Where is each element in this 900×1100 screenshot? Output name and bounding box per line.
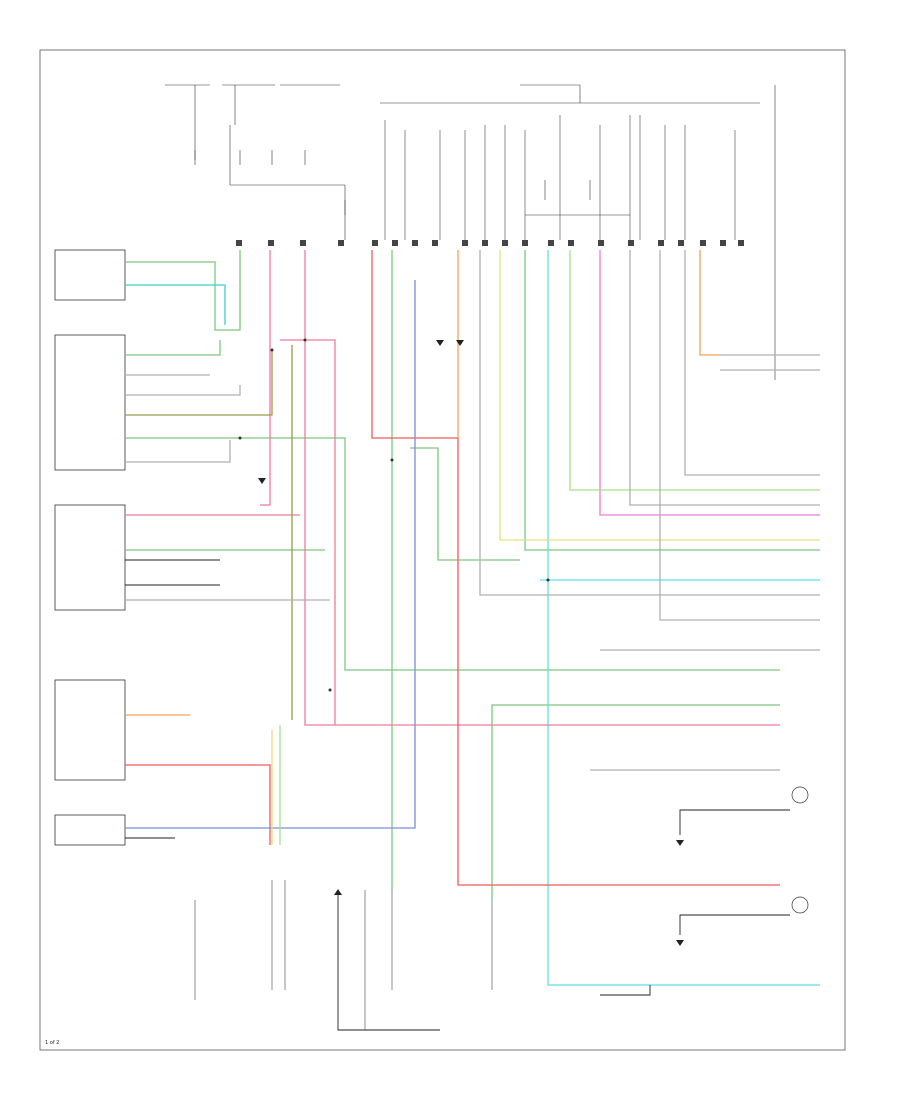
bottom-components bbox=[194, 880, 493, 1030]
lamp-icon bbox=[791, 786, 809, 804]
stop-lamp-switch bbox=[54, 504, 126, 611]
splices bbox=[238, 338, 550, 692]
wire-gray-6 bbox=[479, 250, 820, 596]
wire-gray-1 bbox=[629, 250, 820, 506]
wire-green-2 bbox=[125, 340, 221, 356]
wire-green-6 bbox=[491, 704, 780, 900]
wire-lightgreen-2 bbox=[569, 250, 820, 491]
diagram-frame bbox=[39, 49, 846, 1051]
top-connector-stubs bbox=[384, 115, 736, 240]
page-footer-label: 1 of 2 bbox=[45, 1040, 59, 1046]
ground-symbols bbox=[258, 340, 684, 946]
wire-gray-4 bbox=[125, 440, 231, 463]
ground-lines bbox=[125, 559, 790, 1031]
wire-green-1 bbox=[125, 250, 241, 331]
wire-green-4 bbox=[125, 437, 780, 671]
fuse-ticks bbox=[194, 150, 630, 216]
wire-pink-3 bbox=[304, 250, 780, 726]
wire-yellow-2 bbox=[499, 250, 820, 541]
wire-green-8 bbox=[410, 447, 520, 561]
cluster-module bbox=[54, 679, 126, 781]
wire-pink-1 bbox=[260, 250, 271, 506]
lamp-icon bbox=[791, 896, 809, 914]
wire-gray-3 bbox=[684, 250, 820, 476]
wire-magenta-1 bbox=[599, 250, 820, 516]
wire-green-7 bbox=[524, 250, 820, 551]
wire-orange-2 bbox=[699, 250, 720, 356]
wire-teal-1 bbox=[125, 284, 226, 325]
lamp-symbols bbox=[791, 786, 809, 914]
wires bbox=[125, 250, 820, 986]
wire-gray-11 bbox=[125, 385, 241, 396]
wire-pink-4 bbox=[280, 339, 336, 725]
wire-gray-2 bbox=[659, 250, 820, 621]
left-module-main bbox=[54, 334, 126, 471]
wire-red-1 bbox=[371, 250, 780, 886]
wire-blue-1 bbox=[125, 280, 416, 829]
left-module-top bbox=[54, 249, 126, 301]
wire-cyan-1 bbox=[547, 250, 820, 986]
wire-red-2 bbox=[125, 764, 271, 845]
hazard-switch bbox=[54, 814, 126, 846]
wire-olive-1 bbox=[125, 350, 273, 416]
power-bus bbox=[165, 84, 776, 380]
connector-row bbox=[236, 240, 744, 246]
